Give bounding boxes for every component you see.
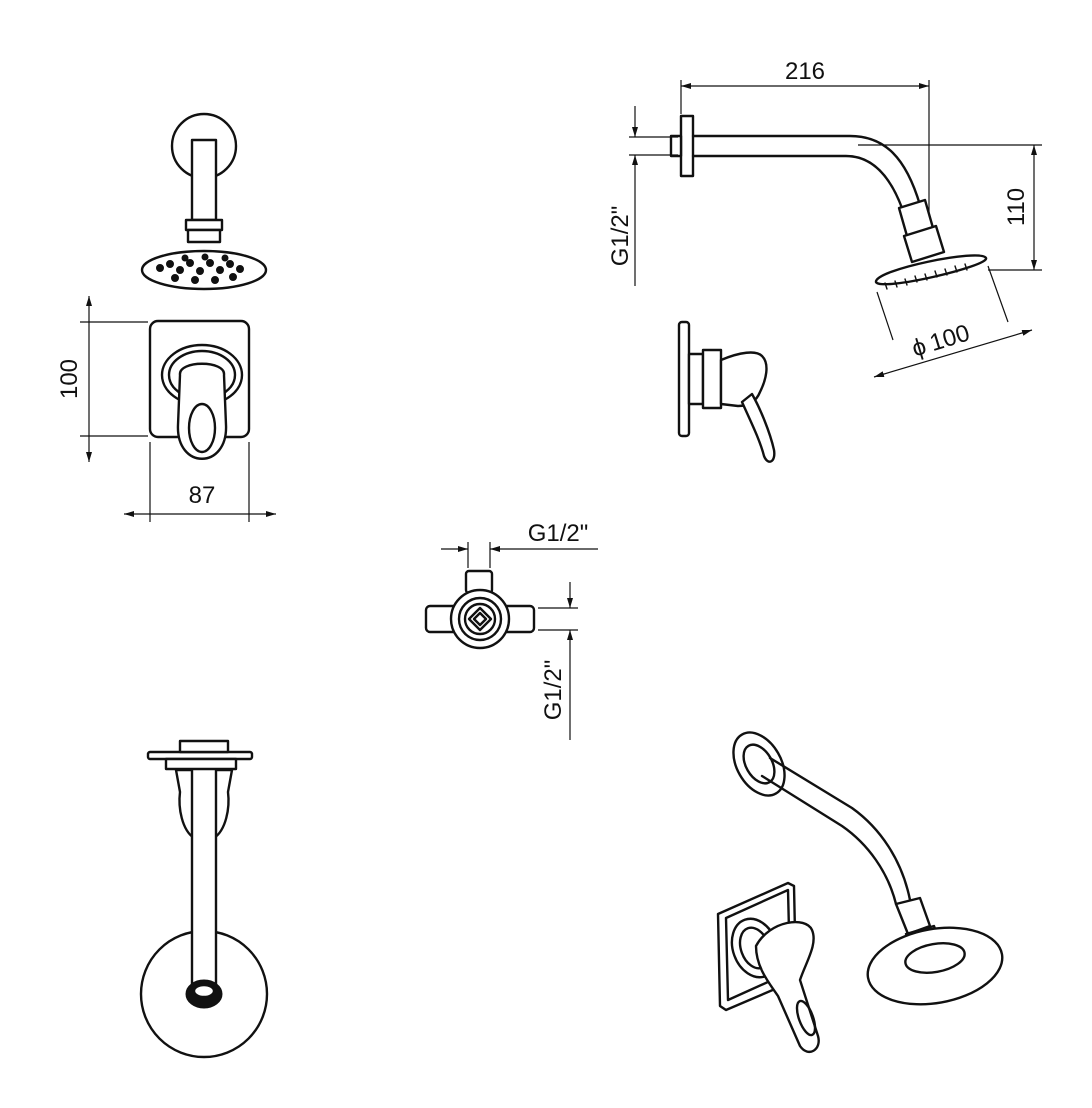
arm-drop-label: 110 bbox=[1003, 188, 1030, 226]
side-view-nozzles bbox=[884, 263, 968, 290]
side-view-mixer bbox=[677, 320, 776, 463]
arm-drop-dimension: 110 bbox=[858, 144, 1042, 271]
valve-top-thread-dimension: G1/2" bbox=[441, 520, 598, 568]
valve-top-thread-label: G1/2" bbox=[528, 520, 589, 547]
valve-body bbox=[424, 569, 536, 650]
front-view-mixer bbox=[148, 319, 251, 460]
side-view-shower-arm bbox=[669, 114, 988, 290]
spray-nozzles bbox=[156, 253, 244, 284]
top-view-assembly bbox=[139, 739, 269, 1059]
head-diameter-label: 100 bbox=[927, 319, 973, 357]
mixer-width-label: 87 bbox=[189, 482, 216, 509]
valve-side-thread-label: G1/2" bbox=[540, 660, 567, 721]
mixer-height-dimension: 100 bbox=[56, 296, 148, 462]
wall-thread-dimension: G1/2" bbox=[607, 106, 678, 286]
front-view-shower-head bbox=[140, 112, 268, 291]
valve-side-thread-dimension: G1/2" bbox=[538, 582, 578, 740]
mixer-width-dimension: 87 bbox=[124, 442, 276, 522]
arm-length-dimension: 216 bbox=[680, 58, 930, 214]
diameter-symbol: ϕ bbox=[909, 333, 930, 363]
wall-thread-label: G1/2" bbox=[607, 206, 634, 267]
arm-length-label: 216 bbox=[785, 58, 825, 85]
mixer-height-label: 100 bbox=[56, 359, 83, 399]
perspective-view-assembly bbox=[716, 731, 1004, 1053]
